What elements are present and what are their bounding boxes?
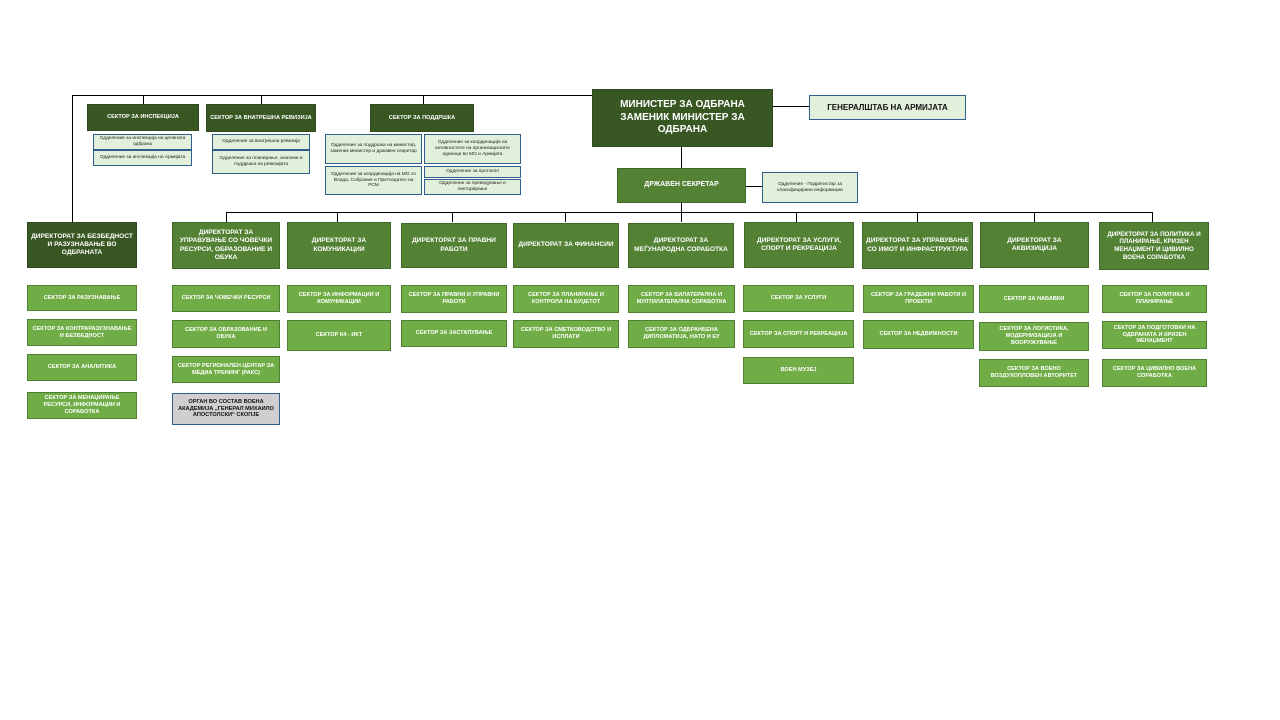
sector-box: СЕКТОР ЗА ОДБРАНБЕНА ДИПЛОМАТИЈА, НАТО И… <box>628 320 735 348</box>
unit-box: Одделение за протокол <box>424 166 521 178</box>
sector-box: СЕКТОР ЗА АНАЛИТИКА <box>27 354 137 381</box>
sector-box: СЕКТОР ЗА ПЛАНИРАЊЕ И КОНТРОЛА НА БУЏЕТО… <box>513 285 619 313</box>
sector-box: СЕКТОР ЗА ЛОГИСТИКА, МОДЕРНИЗАЦИЈА И ВОО… <box>979 322 1089 351</box>
connector <box>72 95 73 222</box>
connector <box>72 95 592 96</box>
connector <box>143 95 144 104</box>
sector-box: СЕКТОР РЕГИОНАЛЕН ЦЕНТАР ЗА МЕДИА ТРЕНИН… <box>172 356 280 383</box>
deputy-minister-title: ЗАМЕНИК МИНИСТЕР ЗА ОДБРАНА <box>620 111 745 136</box>
directorate-box: ДИРЕКТОРАТ ЗА КОМУНИКАЦИИ <box>287 222 391 269</box>
connector <box>565 212 566 222</box>
connector <box>681 147 682 168</box>
directorate-box: ДИРЕКТОРАТ ЗА УПРАВУВАЊЕ СО ИМОТ И ИНФРА… <box>862 222 973 269</box>
connector <box>917 212 918 222</box>
unit-box: Одделение за координација на активностит… <box>424 134 521 164</box>
sector-box: СЕКТОР ЗА СМЕТКОВОДСТВО И ИСПЛАТИ <box>513 320 619 348</box>
directorate-box: ДИРЕКТОРАТ ЗА УПРАВУВАЊЕ СО ЧОВЕЧКИ РЕСУ… <box>172 222 280 269</box>
minister-title: МИНИСТЕР ЗА ОДБРАНА <box>620 99 745 111</box>
sector-box: СЕКТОР ЗА ВОЕНО ВОЗДУХОПЛОВЕН АВТОРИТЕТ <box>979 359 1089 387</box>
unit-box: Одделение за преведување и лекторирање <box>424 179 521 195</box>
sector-box: СЕКТОР ЗА РАЗУЗНАВАЊЕ <box>27 285 137 311</box>
directorate-box: ДИРЕКТОРАТ ЗА ПОЛИТИКА И ПЛАНИРАЊЕ, КРИЗ… <box>1099 222 1209 270</box>
sector-box: СЕКТОР ЗА ПРАВНИ И УПРАВНИ РАБОТИ <box>401 285 507 313</box>
connector <box>226 212 1153 213</box>
unit-box: Одделение за инспекција на Армијата <box>93 150 192 166</box>
sector-box: СЕКТОР ЗА ЦИВИЛНО ВОЕНА СОРАБОТКА <box>1102 359 1207 387</box>
connector <box>261 95 262 104</box>
unit-box: Одделение за инспекција на целината одбр… <box>93 134 192 150</box>
unit-box: Одделение за планирање, анализи и поддрш… <box>212 150 310 174</box>
state-secretary-box: ДРЖАВЕН СЕКРЕТАР <box>617 168 746 203</box>
minister-box: МИНИСТЕР ЗА ОДБРАНА ЗАМЕНИК МИНИСТЕР ЗА … <box>592 89 773 147</box>
directorate-box: ДИРЕКТОРАТ ЗА АКВИЗИЦИЈА <box>980 222 1089 268</box>
sector-box: СЕКТОР К4 - ИКТ <box>287 320 391 351</box>
sector-box: СЕКТОР ЗА ЗАСТАПУВАЊЕ <box>401 320 507 347</box>
support-sector-box: СЕКТОР ЗА ПОДДРШКА <box>370 104 474 132</box>
connector <box>681 203 682 212</box>
connector <box>681 212 682 222</box>
internal-audit-sector-box: СЕКТОР ЗА ВНАТРЕШНА РЕВИЗИЈА <box>206 104 316 132</box>
sector-box: СЕКТОР ЗА ИНФОРМАЦИИ И КОМУНИКАЦИИ <box>287 285 391 313</box>
directorate-box: ДИРЕКТОРАТ ЗА ФИНАНСИИ <box>513 223 619 268</box>
sector-box: СЕКТОР ЗА НЕДВИЖНОСТИ <box>863 320 974 349</box>
connector <box>452 212 453 222</box>
sector-box: СЕКТОР ЗА ГРАДЕЖНИ РАБОТИ И ПРОЕКТИ <box>863 285 974 313</box>
connector <box>773 106 809 107</box>
connector <box>226 212 227 222</box>
directorate-box: ДИРЕКТОРАТ ЗА УСЛУГИ, СПОРТ И РЕКРЕАЦИЈА <box>744 222 854 268</box>
military-academy-box: ОРГАН ВО СОСТАВ ВОЕНА АКАДЕМИЈА „ГЕНЕРАЛ… <box>172 393 280 425</box>
connector <box>796 212 797 222</box>
unit-box: Одделение за поддршка на министер, замен… <box>325 134 422 164</box>
directorate-box: ДИРЕКТОРАТ ЗА МЕЃУНАРОДНА СОРАБОТКА <box>628 223 734 268</box>
connector <box>1034 212 1035 222</box>
sector-box: ВОЕН МУЗЕЈ <box>743 357 854 384</box>
sector-box: СЕКТОР ЗА КОНТРАРАЗУЗНАВАЊЕ И БЕЗБЕДНОСТ <box>27 319 137 346</box>
classified-info-unit-box: Одделение - Подрегистар за класифицирани… <box>762 172 858 203</box>
connector <box>423 95 424 104</box>
sector-box: СЕКТОР ЗА СПОРТ И РЕКРЕАЦИЈА <box>743 320 854 348</box>
unit-box: Одделение за внатрешна ревизија <box>212 134 310 150</box>
connector <box>337 212 338 222</box>
connector <box>1152 212 1153 222</box>
directorate-box: ДИРЕКТОРАТ ЗА ПРАВНИ РАБОТИ <box>401 223 507 268</box>
sector-box: СЕКТОР ЗА ПОЛИТИКА И ПЛАНИРАЊЕ <box>1102 285 1207 313</box>
inspection-sector-box: СЕКТОР ЗА ИНСПЕКЦИЈА <box>87 104 199 131</box>
sector-box: СЕКТОР ЗА УСЛУГИ <box>743 285 854 312</box>
connector <box>746 186 762 187</box>
sector-box: СЕКТОР ЗА БИЛАТЕРАЛНА И МУЛТИЛАТЕРАЛНА С… <box>628 285 735 313</box>
sector-box: СЕКТОР ЗА МЕНАЏИРАЊЕ РЕСУРСИ, ИНФОРМАЦИИ… <box>27 392 137 419</box>
general-staff-box: ГЕНЕРАЛШТАБ НА АРМИЈАТА <box>809 95 966 120</box>
sector-box: СЕКТОР ЗА ЧОВЕЧКИ РЕСУРСИ <box>172 285 280 312</box>
sector-box: СЕКТОР ЗА ПОДГОТОВКИ НА ОДБРАНАТА И КРИЗ… <box>1102 321 1207 349</box>
sector-box: СЕКТОР ЗА ОБРАЗОВАНИЕ И ОБУКА <box>172 320 280 348</box>
sector-box: СЕКТОР ЗА НАБАВКИ <box>979 285 1089 313</box>
directorate-box: ДИРЕКТОРАТ ЗА БЕЗБЕДНОСТ И РАЗУЗНАВАЊЕ В… <box>27 222 137 268</box>
unit-box: Одделение за координација на МО со Влада… <box>325 166 422 195</box>
